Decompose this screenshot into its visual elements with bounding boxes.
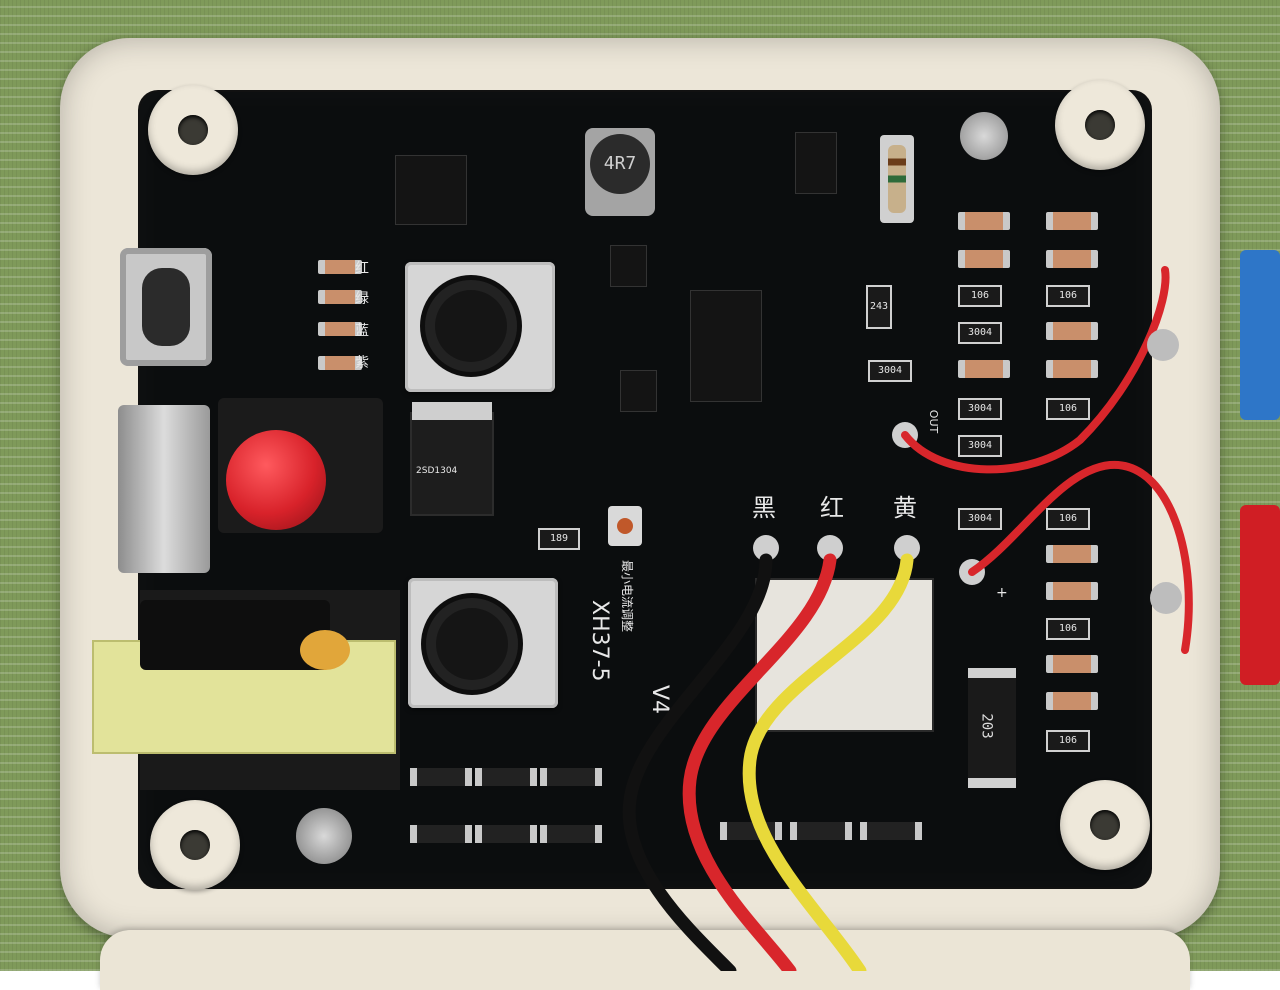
mounting-post-top-left [148,85,238,175]
diode [540,825,602,843]
smd-capacitor [958,250,1010,268]
wire-label-yellow: 黄 [893,494,917,522]
mounting-post-bottom-right [1060,780,1150,870]
transformer-winding [300,630,350,670]
ic-chip [795,132,837,194]
led-4 [318,356,362,370]
yellow-wire [742,553,914,971]
led-label-purple: 紫 [355,355,369,371]
transformer-core [140,600,330,670]
power-resistor: 203 [968,668,1016,788]
screw-icon [960,112,1008,160]
inductor: 4R7 [585,128,655,216]
axial-resistor [880,135,914,223]
knob-icon [426,598,518,690]
wire-label-red: 红 [820,494,844,522]
blue-wire-terminal [1240,250,1280,420]
led-2 [318,290,362,304]
diode [540,768,602,786]
diode [475,825,537,843]
smd-resistor: 3004 [958,322,1002,344]
smd-capacitor [1046,545,1098,563]
transistor: 2SD1304 [410,402,494,516]
red-push-button [226,430,326,530]
diode [475,768,537,786]
ic-chip [620,370,657,412]
red-jumper-plus [968,460,1193,654]
led-label-green: 绿 [355,291,369,307]
mounting-post-bottom-left [150,800,240,890]
inductor-marking: 4R7 [590,134,650,194]
ic-chip [690,290,762,402]
smd-capacitor [1046,360,1098,378]
black-wire [622,553,773,971]
terminal-nut [1147,329,1179,361]
power-switch [118,405,210,573]
solder-pad [817,535,843,561]
potentiometer-top [405,262,555,392]
screw-icon [296,808,352,864]
led-1 [318,260,362,274]
smd-capacitor [1046,212,1098,230]
ic-chip [610,245,647,287]
knob-icon [425,280,517,372]
smd-resistor: 106 [958,285,1002,307]
diode [410,825,472,843]
smd-resistor: 106 [1046,508,1090,530]
wire-label-black: 黑 [752,494,776,522]
smd-capacitor [1046,692,1098,710]
potentiometer-bottom [408,578,558,708]
terminal-nut [1150,582,1182,614]
smd-resistor: 3004 [958,398,1002,420]
trimmer-potentiometer [608,506,642,546]
smd-resistor: 106 [1046,398,1090,420]
plus-label: + [996,585,1008,601]
led-label-red: 红 [355,261,369,277]
red-wire [682,553,837,971]
smd-diode-189: 189 [538,528,580,550]
smd-resistor: 106 [1046,285,1090,307]
smd-resistor: 3004 [868,360,912,382]
transistor-marking: 2SD1304 [416,466,458,476]
led-label-blue: 蓝 [355,323,369,339]
diode [790,822,852,840]
diode [860,822,922,840]
smd-capacitor [958,360,1010,378]
smd-capacitor [958,212,1010,230]
smd-resistor: 3004 [958,435,1002,457]
smd-capacitor [1046,250,1098,268]
solder-pad [894,535,920,561]
smd-capacitor [1046,322,1098,340]
diode [410,768,472,786]
smd-resistor-small: 243 [866,285,892,329]
smd-resistor: 3004 [958,508,1002,530]
red-wire-terminal [1240,505,1280,685]
red-jumper-out [901,266,1170,474]
usb-c-port [120,248,212,366]
led-3 [318,322,362,336]
smd-resistor: 106 [1046,730,1090,752]
solder-pad [753,535,779,561]
ic-chip [395,155,467,225]
smd-capacitor [1046,582,1098,600]
smd-capacitor [1046,655,1098,673]
smd-resistor: 106 [1046,618,1090,640]
mounting-post-top-right [1055,80,1145,170]
